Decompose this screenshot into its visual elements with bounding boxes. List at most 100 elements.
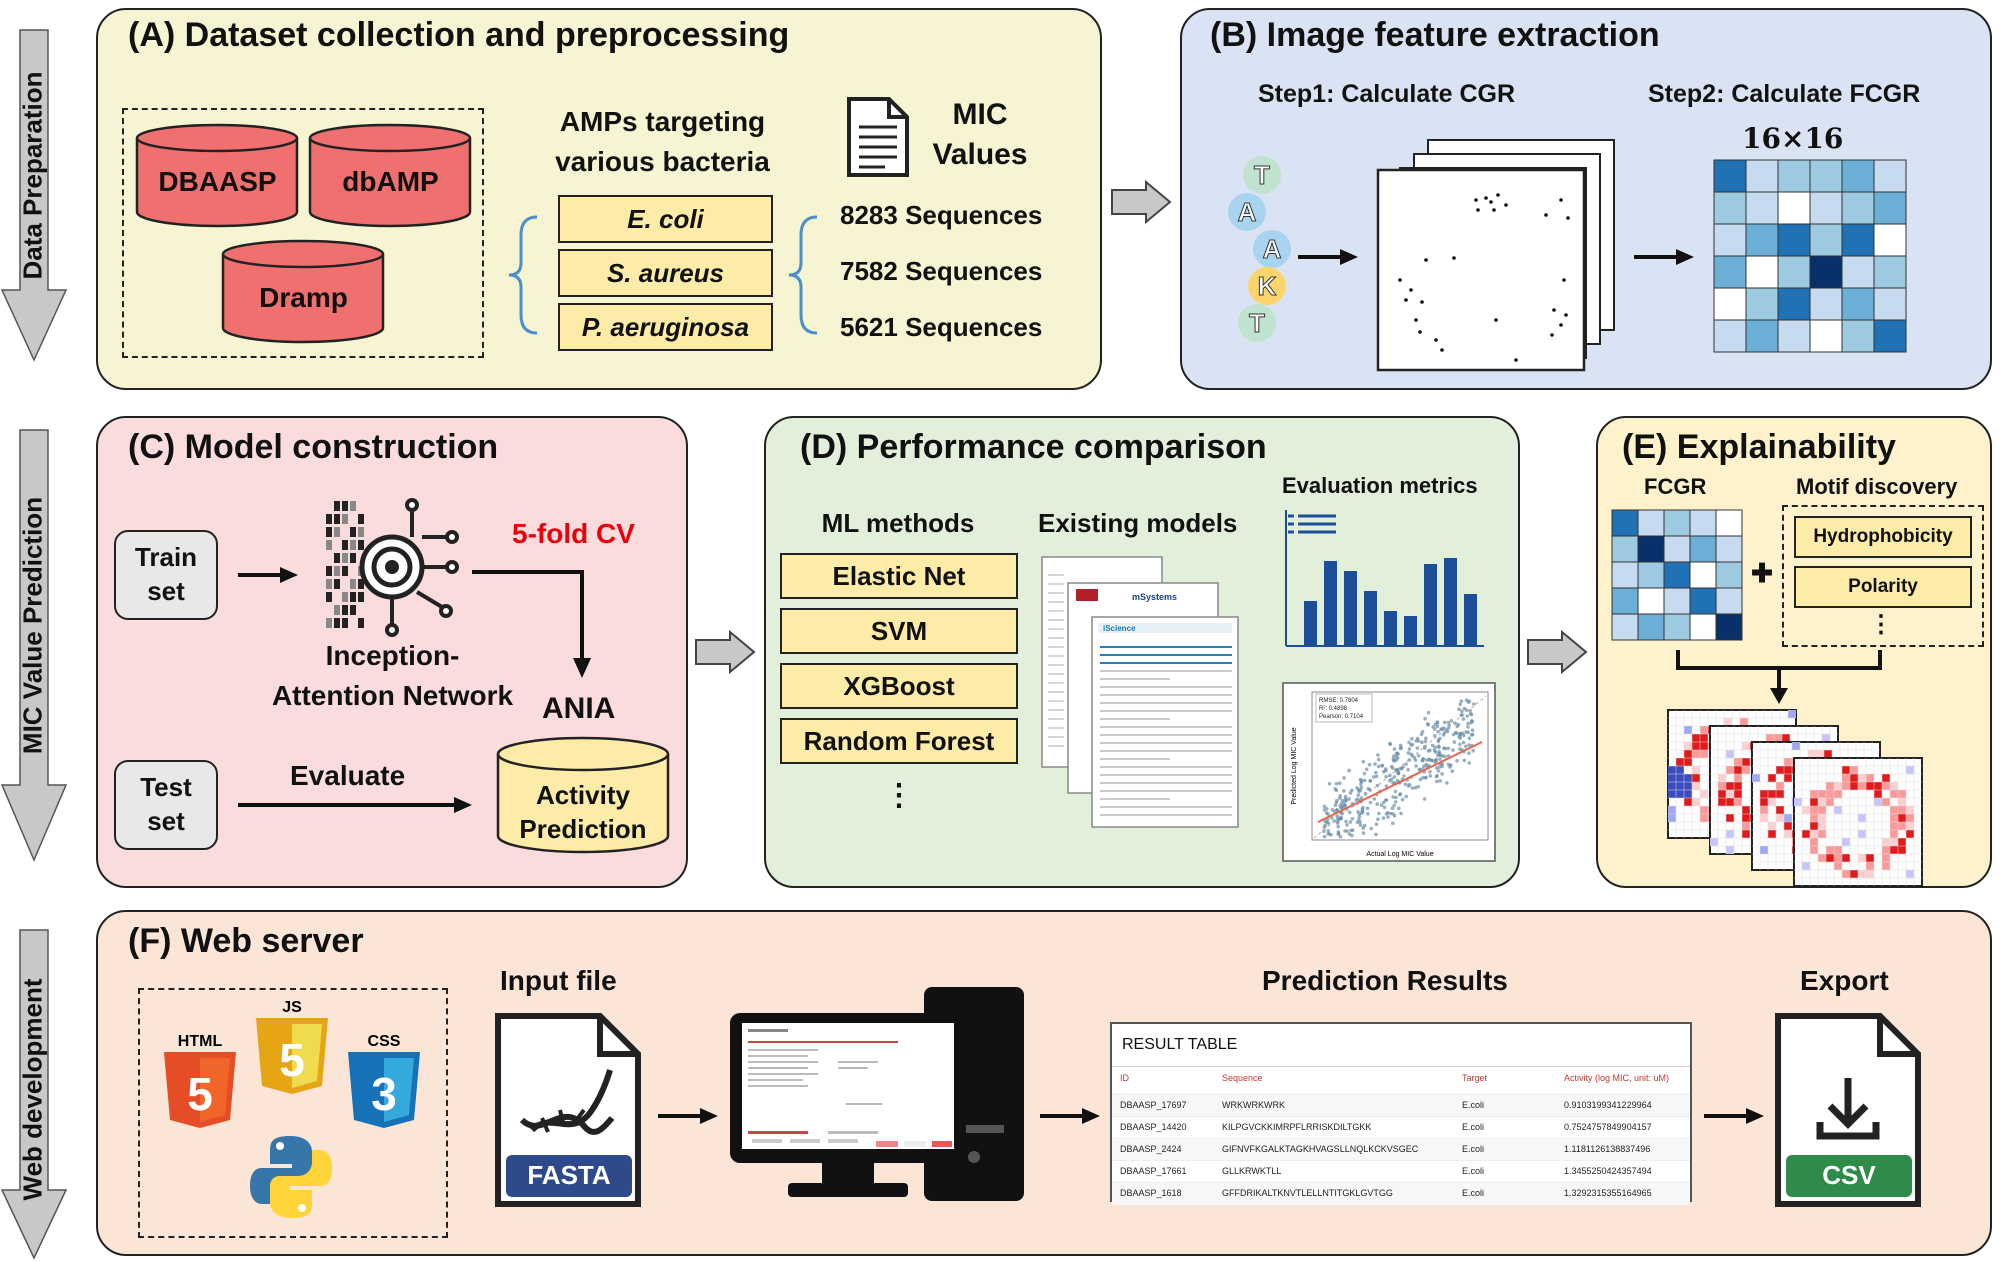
map-cell — [1890, 830, 1898, 838]
scatter-point — [1391, 766, 1395, 770]
fcgr-cell — [1809, 255, 1843, 289]
scatter-point — [1391, 812, 1395, 816]
scatter-point — [1384, 798, 1389, 802]
scatter-point — [1350, 833, 1354, 838]
map-cell — [1734, 758, 1742, 766]
sequence-letter-2: A — [1253, 230, 1291, 268]
map-cell — [1822, 734, 1830, 742]
map-cell — [1834, 862, 1842, 870]
screen-ui-element — [748, 1049, 818, 1051]
scatter-point — [1343, 829, 1347, 833]
map-cell — [1684, 742, 1692, 750]
scatter-point — [1356, 793, 1361, 797]
cgr-dot — [1414, 318, 1418, 322]
scatter-point — [1423, 739, 1428, 744]
existing-models-header: Existing models — [1038, 508, 1238, 538]
network-pixel — [326, 618, 332, 628]
map-cell — [1760, 798, 1768, 806]
map-cell — [1818, 798, 1826, 806]
table-cell: E.coli — [1462, 1166, 1485, 1176]
map-cell — [1768, 790, 1776, 798]
scatter-point — [1416, 753, 1421, 758]
map-cell — [1834, 782, 1842, 790]
network-pixel — [334, 579, 340, 589]
map-cell — [1858, 854, 1866, 862]
prediction-results-label: Prediction Results — [1262, 965, 1508, 996]
scatter-point — [1467, 743, 1471, 747]
cgr-dot — [1484, 196, 1488, 200]
map-cell — [1898, 790, 1906, 798]
fcgr-cell — [1873, 223, 1907, 257]
scatter-point — [1393, 789, 1398, 794]
scatter-point — [1420, 740, 1424, 744]
fcgr-cell — [1777, 287, 1811, 321]
map-cell — [1842, 766, 1850, 774]
test-set-box: Test set — [114, 760, 218, 850]
scatter-point — [1381, 800, 1386, 805]
map-cell — [1718, 798, 1726, 806]
brace-sequences — [788, 215, 818, 335]
scatter-point — [1416, 784, 1421, 789]
explain-fcgr-cell — [1637, 561, 1665, 589]
map-cell — [1668, 814, 1676, 822]
cgr-dot — [1552, 308, 1556, 312]
map-cell — [1792, 742, 1800, 750]
scatter-point — [1426, 723, 1430, 727]
scatter-point — [1339, 816, 1344, 821]
map-cell — [1874, 790, 1882, 798]
network-pixel — [334, 527, 340, 537]
bar — [1364, 591, 1377, 646]
network-pixel — [326, 566, 332, 576]
fcgr-cell — [1873, 191, 1907, 225]
map-cell — [1734, 798, 1742, 806]
map-cell — [1766, 734, 1774, 742]
map-cell — [1700, 750, 1708, 758]
bar — [1304, 601, 1317, 646]
motif-ellipsis: ⋮ — [1869, 611, 1893, 638]
map-cell — [1742, 766, 1750, 774]
network-label-2: Attention Network — [271, 680, 514, 711]
paper-stack: iScience mSystems — [1041, 556, 1239, 828]
explain-fcgr-cell — [1611, 587, 1639, 615]
scatter-point — [1467, 736, 1472, 740]
scatter-point — [1338, 834, 1343, 839]
fcgr-cell — [1873, 287, 1907, 321]
network-pixel — [358, 618, 364, 628]
scatter-point — [1397, 806, 1401, 811]
map-cell — [1768, 830, 1776, 838]
scatter-point — [1399, 811, 1403, 816]
network-pixel — [334, 618, 340, 628]
scatter-point — [1361, 760, 1366, 764]
map-cell — [1850, 782, 1858, 790]
bar — [1404, 616, 1417, 646]
scatter-point — [1457, 707, 1461, 711]
map-cell — [1784, 774, 1792, 782]
map-cell — [1802, 862, 1810, 870]
scatter-point — [1326, 812, 1330, 816]
scatter-point — [1375, 783, 1380, 788]
scatter-point — [1436, 744, 1441, 748]
scatter-point — [1399, 766, 1404, 771]
scatter-point — [1470, 732, 1474, 737]
fcgr-cell — [1745, 255, 1779, 289]
scatter-point — [1394, 751, 1399, 756]
map-cell — [1742, 822, 1750, 830]
map-cell — [1874, 782, 1882, 790]
map-cell — [1850, 774, 1858, 782]
panel-d-title: (D) Performance comparison — [800, 428, 1267, 466]
explain-fcgr-cell — [1715, 587, 1743, 615]
explain-fcgr-heatmap — [1611, 509, 1743, 641]
scatter-point — [1428, 774, 1433, 778]
map-cell — [1776, 766, 1784, 774]
scatter-point — [1368, 779, 1372, 783]
table-cell: 1.3292315355164965 — [1564, 1188, 1652, 1198]
fcgr-cell — [1713, 319, 1747, 353]
cgr-dot — [1424, 258, 1428, 262]
scatter-point — [1454, 730, 1458, 735]
map-cell — [1842, 854, 1850, 862]
side-arrow-web — [0, 929, 68, 1260]
stats-line: RMSE: 0.7804 — [1319, 698, 1359, 704]
fcgr-cell — [1745, 319, 1779, 353]
cgr-dot — [1559, 323, 1563, 327]
scatter-point — [1357, 814, 1362, 819]
